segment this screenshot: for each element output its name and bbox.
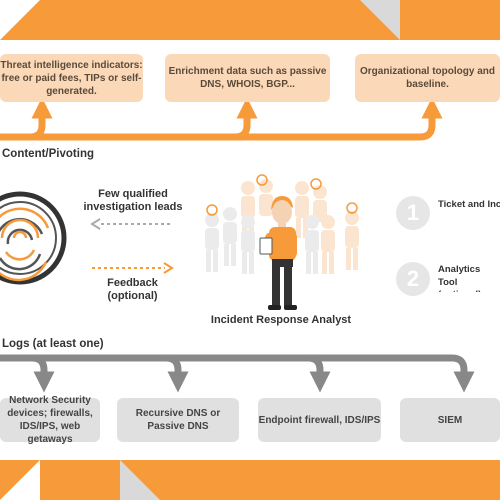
ticket-tool-label: Ticket and Incident Handling Tool (optio… (438, 199, 500, 210)
analyst-figure (259, 196, 297, 310)
fingerprint-icon (0, 191, 67, 285)
feedback-arrow (92, 262, 174, 274)
org-topology-text: Organizational topology and baseline. (360, 66, 495, 90)
enrichment-data-text: Enrichment data such as passive DNS, WHO… (168, 66, 327, 90)
top-banner-cut (0, 0, 40, 40)
magnifier-icons (206, 174, 358, 216)
investigation-leads-label: Few qualified investigation leads (83, 188, 183, 213)
analyst-label: Incident Response Analyst (210, 314, 352, 326)
bottom-banner-grey (120, 460, 160, 500)
crowd-figures (205, 179, 359, 274)
top-banner (0, 0, 500, 40)
siem-text: SIEM (437, 414, 463, 426)
bottom-banner-cut (0, 460, 40, 500)
endpoint-firewall-box: Endpoint firewall, IDS/IPS (258, 398, 381, 442)
endpoint-firewall-text: Endpoint firewall, IDS/IPS (258, 414, 381, 426)
logs-label: Logs (at least one) (2, 338, 104, 350)
org-topology-box: Organizational topology and baseline. (355, 54, 500, 102)
network-security-text: Network Security devices; firewalls, IDS… (7, 395, 93, 445)
network-security-box: Network Security devices; firewalls, IDS… (0, 395, 100, 445)
siem-box: SIEM (400, 398, 500, 442)
threat-intel-text: Threat intelligence indicators: free or … (0, 59, 143, 97)
leads-arrow (90, 218, 170, 230)
top-banner-grey (360, 0, 400, 40)
recursive-dns-text: Recursive DNS or Passive DNS (135, 408, 221, 432)
tool-number-1: 1 (396, 196, 430, 230)
content-pivoting-label: Content/Pivoting (2, 148, 94, 160)
logs-connector-arrows (0, 354, 475, 393)
threat-intel-box: Threat intelligence indicators: free or … (0, 54, 143, 102)
enrichment-data-box: Enrichment data such as passive DNS, WHO… (165, 54, 330, 102)
top-connector-arrows (0, 97, 443, 141)
bottom-banner (0, 460, 500, 500)
tool-number-2: 2 (396, 262, 430, 296)
analytics-tool-label: Analytics Tool (optional) (438, 264, 481, 292)
feedback-label: Feedback (optional) (107, 277, 158, 302)
recursive-dns-box: Recursive DNS or Passive DNS (117, 398, 239, 442)
